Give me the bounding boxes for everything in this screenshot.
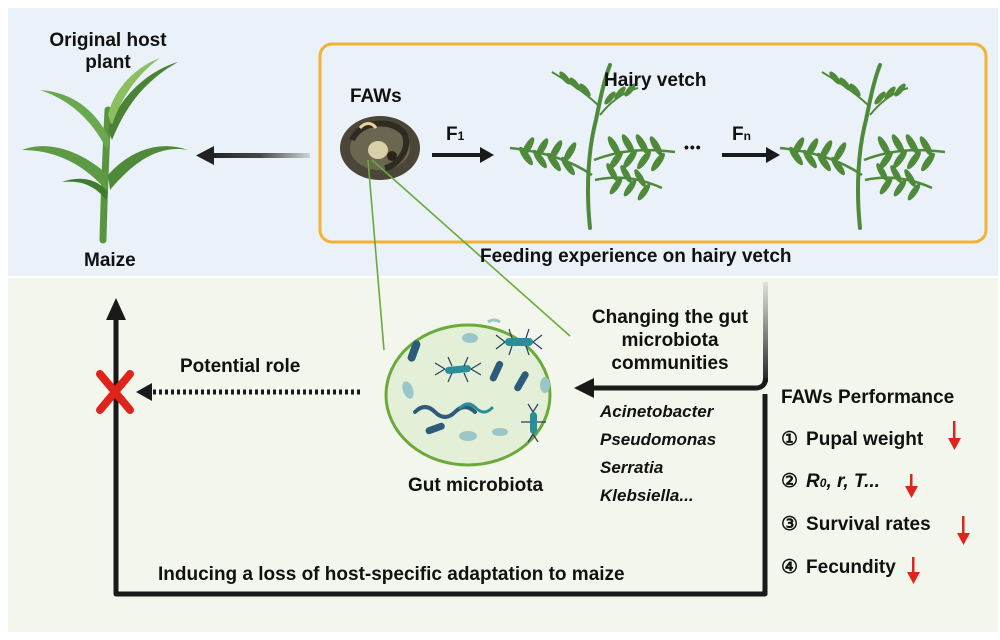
fn-arrow	[722, 147, 780, 163]
arrow-to-maize	[196, 146, 310, 165]
original-host-line1: Original host	[49, 30, 167, 51]
performance-item-3: ③ Survival rates	[781, 513, 931, 536]
faws-label: FAWs	[350, 86, 402, 107]
gut-microbiota-label: Gut microbiota	[408, 475, 544, 496]
item-number: ②	[781, 471, 799, 492]
fn-sub: n	[743, 129, 751, 143]
genus-acinetobacter: Acinetobacter	[600, 402, 714, 421]
item-label: Fecundity	[806, 556, 896, 578]
r0-rest: , r, T...	[826, 470, 880, 492]
feeding-frame	[318, 42, 988, 244]
top-panel-bg	[8, 8, 998, 276]
genus-klebsiella: Klebsiella...	[600, 486, 694, 505]
maize-plant-icon	[22, 58, 188, 244]
loss-adaptation-path	[106, 298, 768, 597]
item-number: ④	[781, 557, 799, 578]
bacteria-icon	[402, 318, 550, 443]
f1-label: F1	[446, 124, 464, 146]
performance-item-4: ④ Fecundity	[781, 556, 896, 579]
changing-line3: communities	[611, 353, 729, 374]
genus-serratia: Serratia	[600, 458, 664, 477]
performance-title: FAWs Performance	[781, 387, 955, 408]
fn-label: Fn	[732, 124, 751, 146]
potential-role-arrow	[136, 383, 360, 401]
feeding-caption: Feeding experience on hairy vetch	[480, 246, 792, 267]
hairy-vetch-label: Hairy vetch	[604, 70, 707, 91]
performance-item-1: ① Pupal weight	[781, 428, 923, 451]
performance-item-2: ② R0, r, T...	[781, 470, 880, 493]
original-host-line2: plant	[85, 52, 131, 73]
down-arrow-icon	[905, 474, 918, 498]
down-arrow-icon	[948, 421, 961, 450]
r0-r: R	[806, 470, 820, 492]
ellipsis-label: •••	[684, 139, 702, 155]
red-x-icon	[96, 370, 134, 414]
fn-base: F	[732, 124, 744, 145]
down-arrow-icon	[907, 557, 920, 584]
bottom-caption: Inducing a loss of host-specific adaptat…	[158, 564, 625, 585]
f1-base: F	[446, 124, 458, 145]
original-host-label: Original host plant	[28, 30, 188, 74]
changing-gut-label: Changing the gut microbiota communities	[570, 306, 770, 375]
maize-label: Maize	[84, 250, 136, 271]
connector-vertical	[574, 282, 768, 398]
changing-line2: microbiota	[621, 330, 719, 351]
hairy-vetch-icon	[509, 63, 676, 230]
item-label: Survival rates	[806, 513, 931, 535]
r0-sub: 0	[819, 475, 827, 490]
item-number: ③	[781, 514, 799, 535]
f1-arrow	[432, 147, 494, 163]
hairy-vetch-icon	[779, 63, 946, 230]
zoom-lines	[367, 159, 571, 351]
f1-sub: 1	[457, 129, 465, 143]
caterpillar-icon	[340, 116, 420, 180]
down-arrow-icon	[957, 516, 970, 545]
genus-pseudomonas: Pseudomonas	[600, 430, 717, 449]
potential-role-label: Potential role	[180, 356, 301, 377]
item-label: Pupal weight	[806, 428, 924, 450]
item-label: R0, r, T...	[806, 471, 880, 493]
changing-line1: Changing the gut	[591, 307, 749, 328]
item-number: ①	[781, 429, 799, 450]
